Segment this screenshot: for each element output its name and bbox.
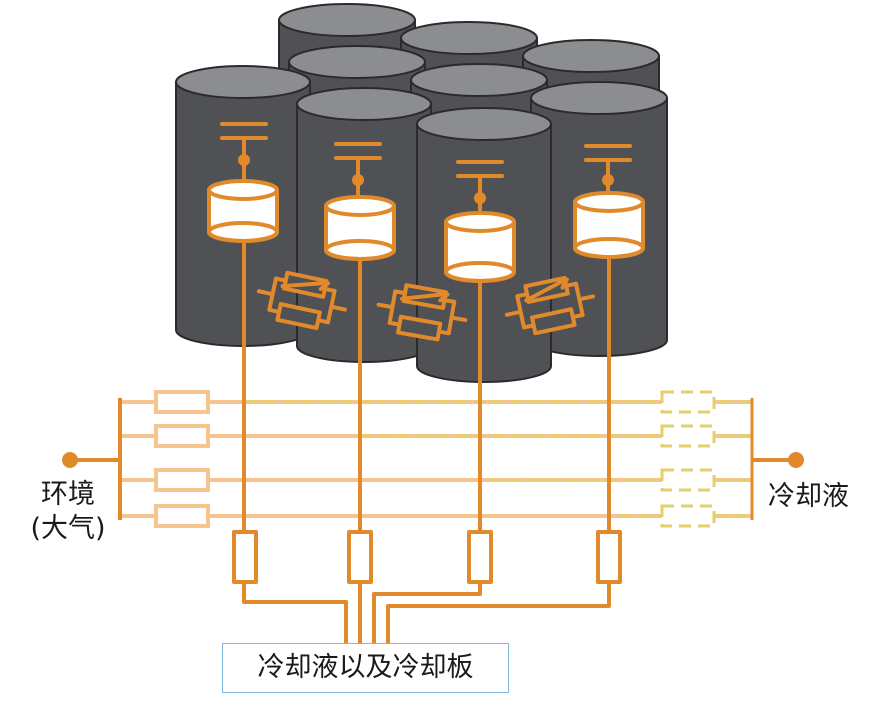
cell-to-plate-paths: [232, 240, 622, 643]
environment-label-line2: (大气): [30, 513, 106, 544]
inter-cell-link-2: [376, 283, 468, 342]
coolant-dashed-network: [245, 390, 754, 528]
inter-cell-link-3: [504, 275, 595, 336]
environment-label: 环境 (大气): [22, 478, 114, 546]
heat-cup-2: [324, 195, 396, 261]
environment-network: [120, 390, 752, 528]
env-resistor-1: [154, 390, 210, 414]
heat-cup-4: [573, 191, 645, 259]
heat-cup-3: [444, 211, 516, 283]
inter-cell-resistors: [256, 270, 595, 342]
heat-cup-1: [207, 179, 279, 243]
plate-resistor-1: [232, 530, 258, 584]
plate-resistor-4: [596, 530, 622, 584]
environment-label-line1: 环境: [41, 479, 95, 510]
env-resistor-2: [154, 424, 210, 448]
environment-bus: [62, 398, 122, 520]
coolant-terminal: [752, 452, 804, 468]
plate-resistor-2: [347, 530, 373, 584]
coolant-resistor-1: [660, 390, 716, 414]
plate-resistor-3: [467, 530, 493, 584]
coolant-and-plate-label: 冷却液以及冷却板: [222, 643, 509, 693]
coolant-resistor-3: [660, 468, 716, 492]
coolant-resistor-2: [660, 424, 716, 448]
inter-cell-link-1: [256, 270, 347, 331]
capacitor-symbol-2: [334, 142, 382, 200]
env-resistor-4: [154, 504, 210, 528]
coolant-label: 冷却液: [768, 481, 849, 512]
capacitor-symbol-4: [584, 144, 632, 198]
env-resistor-3: [154, 468, 210, 492]
capacitor-symbol-3: [456, 160, 504, 216]
capacitor-symbol-1: [220, 122, 268, 184]
coolant-resistor-4: [660, 504, 716, 528]
